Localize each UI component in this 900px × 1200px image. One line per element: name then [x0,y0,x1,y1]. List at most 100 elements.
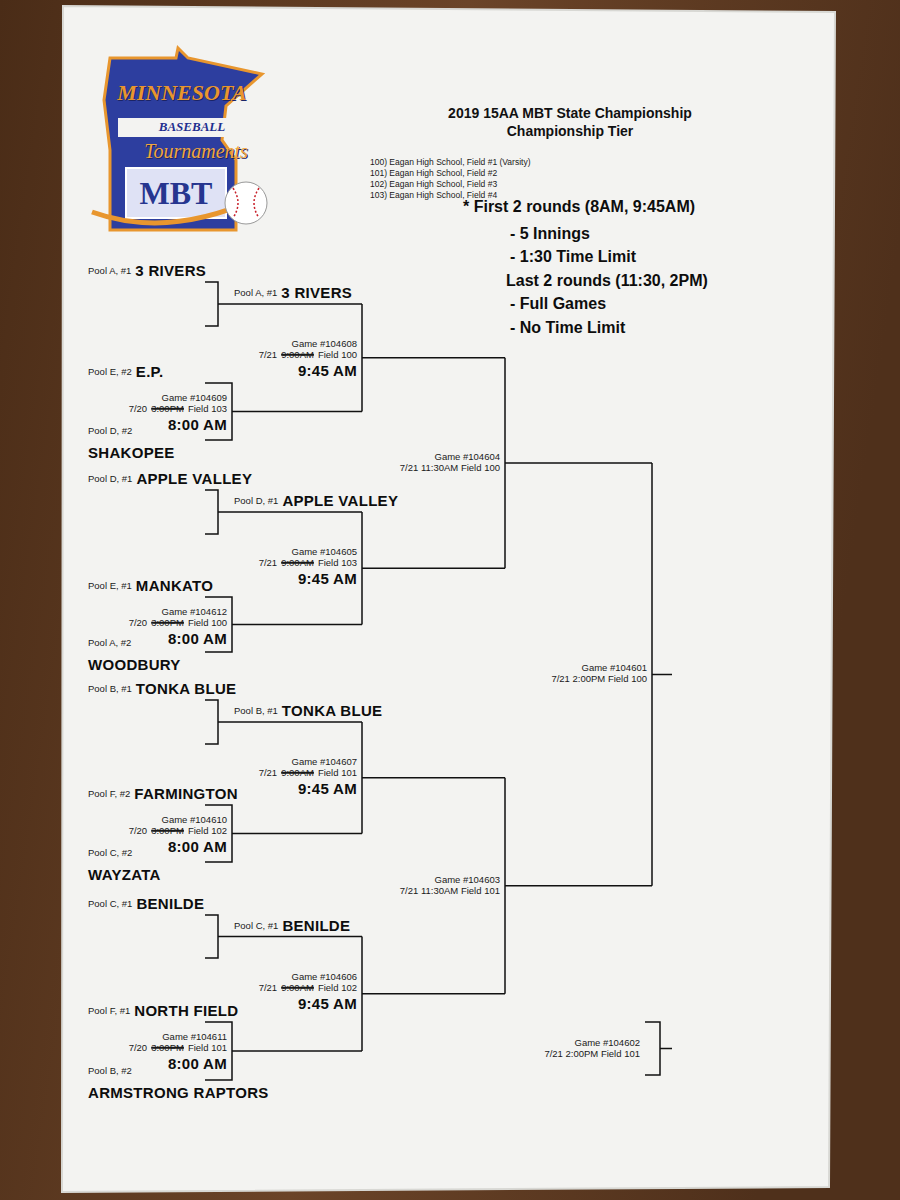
pool-label: Pool C, #1 [234,920,278,930]
label-row: Last 2 rounds (11:30, 2PM) [506,272,708,290]
game-info: 9:00AM [281,982,314,992]
label-row: 8:00 AM [168,631,227,648]
bracket [362,937,505,1052]
field-list-item: 102) Eagan High School, Field #3 [370,180,497,189]
handwritten-text: E.P. [136,364,164,381]
logo-text: MINNESOTA [117,81,247,105]
sheet-title: 2019 15AA MBT State Championship Champio… [425,104,715,140]
label-row: 101) Eagan High School, Field #2 [370,169,497,178]
game-info: 7/20 [129,618,148,628]
handwritten-text: TONKA BLUE [282,703,383,720]
handwritten-text: APPLE VALLEY [136,471,252,488]
game-info: Field 102 [188,826,227,836]
handwritten-text: 8:00 AM [168,417,227,434]
label-row: BASEBALL [159,120,225,134]
label-row: 7/219:00AMField 101 [259,768,357,778]
logo-band [118,118,268,137]
game-info: 7/20 [129,826,148,836]
label-row: 9:45 AM [298,571,357,588]
bracket [205,282,218,326]
label-row: 102) Eagan High School, Field #3 [370,180,497,189]
game-info: 7/21 11:30AM Field 100 [400,463,500,473]
label-row: Game #104612 [162,607,228,617]
handwritten-text: TONKA BLUE [136,681,237,698]
game-info: Game #104602 [575,1037,641,1047]
handwritten-text: 9:45 AM [298,363,357,380]
pool-label: Pool B, #1 [234,706,278,716]
game-info: Game #104601 [582,663,648,673]
bracket [218,511,362,513]
game-info: Field 103 [188,404,227,414]
bracket [218,721,362,723]
label-row: 9:45 AM [298,995,357,1012]
handwritten-text: 8:00 AM [168,631,227,648]
label-row: 9:45 AM [298,781,357,798]
label-row: Game #104611 [162,1032,227,1042]
label-row: Pool E, #1MANKATO [88,578,213,595]
label-row: Pool D, #1APPLE VALLEY [234,493,398,510]
game-info: Game #104604 [435,452,501,462]
label-row: Game #104601 [582,663,648,673]
label-row: Pool B, #1 TONKA BLUE [234,703,382,720]
game-info: 7/21 [259,350,278,360]
bracket [232,411,362,413]
label-row: 7/203:00PM Field 103 [129,404,227,414]
game-info: Field 100 [318,350,357,360]
label-row: Pool C, #2 [88,848,132,858]
bracket [232,1050,362,1052]
label-row: 7/219:00AMField 103 [259,558,357,568]
paper-sheet [62,6,835,1192]
label-row: Game #104604 [435,452,501,462]
label-row: 7/21 11:30AM Field 100 [400,463,500,473]
label-row: Pool C, #1BENILDE [88,896,204,913]
label-row: - 1:30 Time Limit [510,248,636,266]
label-row: 8:00 AM [168,417,227,434]
pool-label: Pool E, #2 [88,367,132,377]
label-row: Game #104610 [162,815,228,825]
label-row: Game #104605 [292,547,358,557]
logo-text: MBT [140,176,213,211]
baseball [225,182,267,224]
bracket [205,490,218,534]
game-info: Game #104610 [162,815,228,825]
handwritten-note: * First 2 rounds (8AM, 9:45AM) [463,198,695,216]
game-info: 3:00PM [151,618,184,628]
label-row: 7/21 11:30AM Field 101 [400,886,500,896]
game-info: Game #104608 [292,339,358,349]
bracket [505,778,652,994]
label-row: WOODBURY [88,657,181,674]
handwritten-text: BENILDE [136,896,204,913]
game-info: Game #104606 [292,971,358,981]
game-info: Game #104612 [162,607,228,617]
label-row: MBT [140,176,213,211]
pool-label: Pool D, #1 [234,496,278,506]
label-row: SHAKOPEE [88,445,175,462]
label-row: 7/219:00AMField 100 [259,350,357,360]
label-row: - Full Games [510,295,606,313]
handwritten-text: MANKATO [136,578,213,595]
label-row: Pool B, #1TONKA BLUE [88,681,236,698]
game-info: 7/20 [129,404,148,414]
handwritten-text: 9:45 AM [298,995,357,1012]
pool-label: Pool F, #2 [88,789,130,799]
label-row: 7/203:00PMField 102 [129,826,227,836]
bracket [362,304,505,412]
handwritten-text: 3 RIVERS [135,263,206,280]
label-row: 9:45 AM [298,363,357,380]
game-info: 7/21 2:00PM Field 101 [544,1048,640,1058]
label-row: Game #104602 [575,1037,641,1047]
pool-label: Pool D, #2 [88,426,132,436]
logo-panel [126,168,226,218]
bracket-lines [205,282,672,1080]
game-info: 3:00PM [151,404,184,414]
label-row: Pool F, #2FARMINGTON [88,786,238,803]
bracket [645,1022,672,1075]
handwritten-text: WAYZATA [88,867,161,884]
pool-label: Pool D, #1 [88,474,132,484]
bracket [505,358,652,569]
handwritten-text: WOODBURY [88,657,181,674]
handwritten-text: BENILDE [282,917,350,934]
handwritten-text: NORTH FIELD [134,1003,238,1020]
label-row: 7/203:00PMField 100 [129,618,227,628]
